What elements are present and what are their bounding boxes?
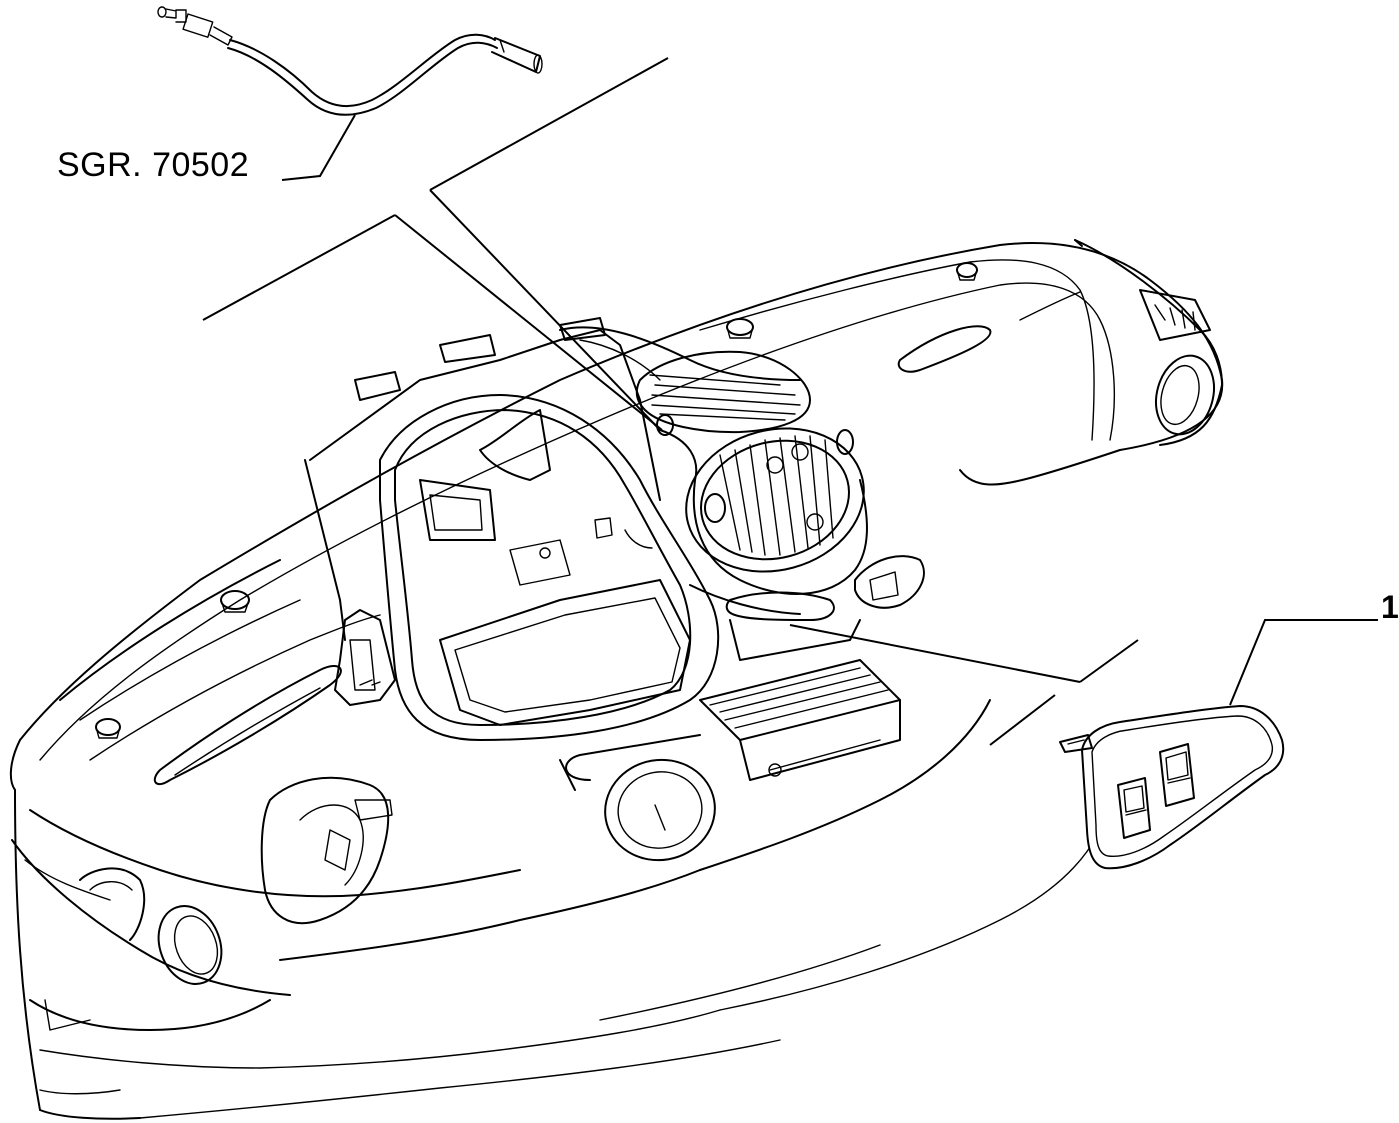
center-vents — [635, 350, 868, 615]
switch-panel-part-1 — [1059, 619, 1378, 870]
part-callout-number: 1 — [1381, 589, 1399, 625]
reference-label: SGR. 70502 — [57, 146, 250, 184]
explode-guide-lines — [202, 57, 1139, 746]
lower-console — [559, 555, 925, 862]
sensor-cable-assembly — [157, 6, 543, 181]
instrument-binnacle — [304, 317, 720, 741]
dashboard-body — [9, 239, 1224, 1120]
